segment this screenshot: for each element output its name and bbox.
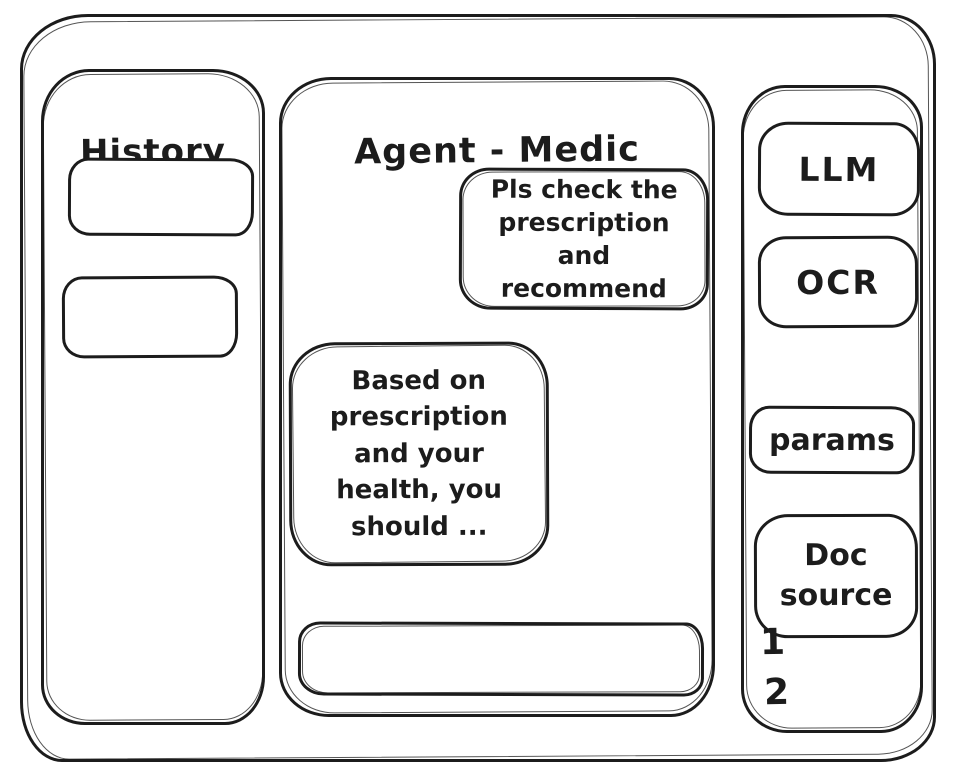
user-message-bubble: Pls check the prescription and recommend	[458, 167, 710, 311]
agent-message-bubble: Based on prescription and your health, y…	[288, 341, 550, 567]
history-item[interactable]	[67, 157, 255, 237]
params-button[interactable]: params	[748, 405, 916, 475]
message-input[interactable]	[297, 621, 705, 697]
doc-source-item-2[interactable]: 2	[763, 671, 790, 714]
agent-message-text: Based on prescription and your health, y…	[329, 365, 508, 542]
app-frame: History Agent - Medic Pls check the pres…	[20, 14, 936, 762]
llm-button[interactable]: LLM	[757, 121, 921, 217]
history-panel: History	[41, 69, 265, 725]
tools-panel: LLM OCR params Doc source 1 2	[741, 85, 923, 733]
user-message-text: Pls check the prescription and recommend	[490, 174, 678, 304]
history-item[interactable]	[61, 275, 239, 359]
ocr-button[interactable]: OCR	[757, 235, 919, 329]
doc-source-button[interactable]: Doc source	[753, 513, 919, 639]
doc-source-item-1[interactable]: 1	[759, 621, 786, 664]
chat-panel: Agent - Medic Pls check the prescription…	[279, 77, 715, 717]
